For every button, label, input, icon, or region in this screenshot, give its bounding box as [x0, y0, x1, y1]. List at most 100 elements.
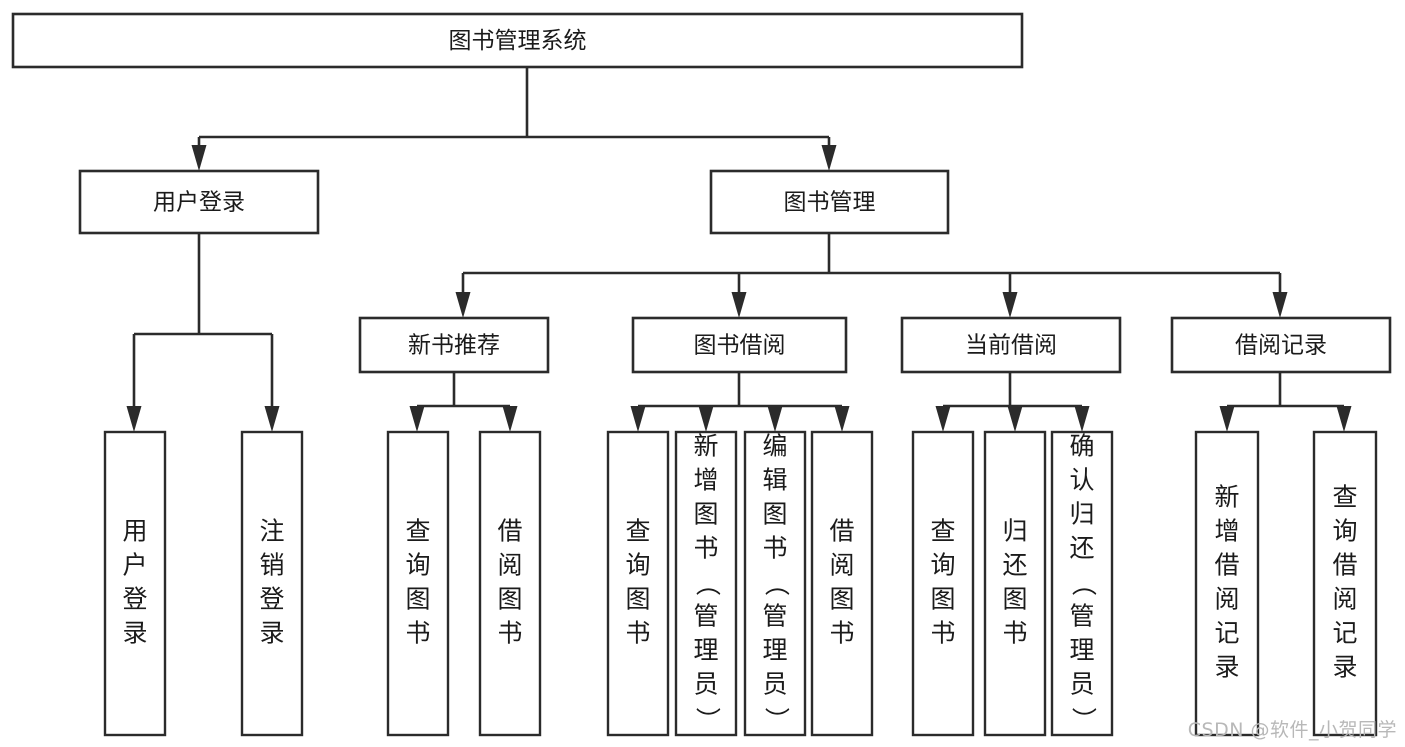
svg-text:编: 编 — [762, 432, 787, 461]
svg-text:管: 管 — [693, 602, 718, 631]
svg-text:理: 理 — [762, 636, 787, 665]
connector-user-login-to-leaves — [126, 233, 280, 432]
svg-text:书: 书 — [405, 619, 430, 648]
svg-text:员: 员 — [693, 670, 718, 699]
svg-text:认: 认 — [1069, 466, 1094, 495]
svg-text:询: 询 — [625, 551, 650, 580]
svg-text:图: 图 — [693, 500, 718, 529]
svg-text:书: 书 — [829, 619, 854, 648]
svg-text:阅: 阅 — [829, 551, 854, 580]
node-label: 借阅记录 — [1235, 333, 1327, 359]
node-label: 新书推荐 — [408, 333, 500, 359]
svg-text:借: 借 — [1214, 551, 1239, 580]
svg-text:图: 图 — [1002, 585, 1027, 614]
level2-node-user-login[interactable]: 用户登录 — [78, 169, 320, 235]
node-label: 当前借阅 — [965, 333, 1057, 359]
svg-text:员: 员 — [762, 670, 787, 699]
svg-text:图: 图 — [625, 585, 650, 614]
svg-text:记: 记 — [1214, 619, 1239, 648]
svg-text:理: 理 — [1069, 636, 1094, 665]
svg-text:管: 管 — [762, 602, 787, 631]
level3-node-borrow-record[interactable]: 借阅记录 — [1170, 316, 1392, 374]
svg-text:图: 图 — [829, 585, 854, 614]
svg-text:（: （ — [1069, 571, 1098, 596]
svg-text:录: 录 — [1332, 653, 1357, 682]
svg-text:书: 书 — [497, 619, 522, 648]
svg-text:查: 查 — [1332, 483, 1357, 512]
svg-text:书: 书 — [625, 619, 650, 648]
connector-new-book-recommend-to-leaves — [409, 372, 518, 432]
svg-text:用: 用 — [122, 517, 147, 546]
svg-text:阅: 阅 — [1214, 585, 1239, 614]
level3-node-current-borrow[interactable]: 当前借阅 — [900, 316, 1122, 374]
svg-text:查: 查 — [405, 517, 430, 546]
root-node-root[interactable]: 图书管理系统 — [11, 12, 1024, 69]
svg-text:查: 查 — [625, 517, 650, 546]
svg-text:）: ） — [1069, 707, 1098, 732]
svg-text:阅: 阅 — [497, 551, 522, 580]
svg-text:录: 录 — [122, 619, 147, 648]
node-label: 用户登录 — [153, 190, 245, 216]
svg-text:增: 增 — [1214, 517, 1239, 546]
svg-text:）: ） — [762, 707, 791, 732]
svg-text:还: 还 — [1002, 551, 1027, 580]
level3-node-book-borrow[interactable]: 图书借阅 — [631, 316, 848, 374]
svg-text:借: 借 — [1332, 551, 1357, 580]
svg-text:销: 销 — [259, 551, 284, 580]
svg-text:登: 登 — [259, 585, 284, 614]
svg-text:辑: 辑 — [762, 466, 787, 495]
svg-text:员: 员 — [1069, 670, 1094, 699]
svg-text:图: 图 — [497, 585, 522, 614]
svg-text:询: 询 — [405, 551, 430, 580]
node-label: 图书借阅 — [694, 333, 786, 359]
leaf-node-leaf-user-login[interactable]: 用户登录 — [103, 430, 167, 737]
level3-node-new-book-recommend[interactable]: 新书推荐 — [358, 316, 550, 374]
svg-text:还: 还 — [1069, 534, 1094, 563]
svg-text:书: 书 — [762, 534, 787, 563]
svg-text:（: （ — [693, 571, 722, 596]
svg-text:新: 新 — [1214, 483, 1239, 512]
svg-text:确: 确 — [1069, 432, 1094, 461]
svg-text:注: 注 — [259, 517, 284, 546]
svg-text:录: 录 — [1214, 653, 1239, 682]
connector-book-borrow-to-leaves — [630, 372, 850, 432]
svg-text:）: ） — [693, 707, 722, 732]
connector-layer — [126, 67, 1352, 432]
svg-text:归: 归 — [1002, 517, 1027, 546]
svg-text:查: 查 — [930, 517, 955, 546]
svg-text:书: 书 — [693, 534, 718, 563]
node-label: 图书管理 — [784, 190, 876, 216]
svg-text:书: 书 — [1002, 619, 1027, 648]
svg-text:增: 增 — [693, 466, 718, 495]
svg-text:户: 户 — [122, 551, 147, 580]
connector-borrow-record-to-leaves — [1219, 372, 1352, 432]
level2-node-book-manage[interactable]: 图书管理 — [709, 169, 950, 235]
svg-text:记: 记 — [1332, 619, 1357, 648]
svg-text:借: 借 — [497, 517, 522, 546]
connector-current-borrow-to-leaves — [935, 372, 1090, 432]
svg-text:阅: 阅 — [1332, 585, 1357, 614]
svg-text:图: 图 — [930, 585, 955, 614]
svg-text:理: 理 — [693, 636, 718, 665]
